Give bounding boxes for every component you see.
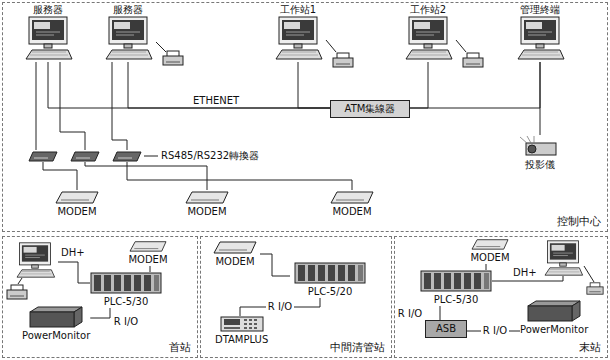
station-region: 中間清管站 MODEM PLC-5/20DTAMPLUS [200,236,392,358]
connector-label: R I/O [112,316,140,328]
node-label: MODEM [215,256,254,268]
control-center-region: 控制中心 服務器 服務器 工作站1 工作站2 管理終端 ATM集線器投影儀 MODEM MODE… [2,2,608,232]
station-region: 末站 MODEM PLC-5/30ASB PowerMonitor [394,236,608,358]
operator-terminal: DTAMPLUS [215,316,268,346]
station-region: 首站 MODEM PLC-5/30PowerMonitor [2,236,198,358]
connector [540,62,541,135]
node-label: 工作站1 [280,4,316,16]
converter-label: RS485/RS232轉換器 [160,150,260,162]
computer-icon [512,16,568,60]
connector [240,298,320,316]
power-monitor: PowerMonitor [520,300,588,336]
wires [18,40,594,284]
modem: MODEM [210,240,260,268]
connector [128,62,330,108]
region-title: 控制中心 [557,215,601,228]
computer-icon [270,16,326,60]
connector [410,62,540,108]
modem: MODEM [128,240,168,266]
plc-rack: PLC-5/30 [420,270,492,306]
server: 服務器 [20,4,76,62]
plc-rack: PLC-5/20 [290,262,370,298]
node-label: 投影儀 [525,159,555,171]
server: 服務器 [100,4,156,62]
modem: MODEM [55,190,99,218]
node-label: PowerMonitor [22,330,90,342]
modem-icon [55,190,99,204]
connector-label: R I/O [396,308,424,320]
workstation: 工作站2 [400,4,456,62]
modem-icon [210,240,260,254]
proj-icon [518,135,562,157]
connector [410,62,428,108]
modem: MODEM [470,238,510,264]
region-title: 中間清管站 [330,341,385,354]
pm-icon [28,306,84,328]
power-monitor: PowerMonitor [22,306,90,342]
region-title: 首站 [169,341,191,354]
node-label: PowerMonitor [520,324,588,336]
asb-unit: ASB [425,320,467,338]
node-label: DTAMPLUS [215,334,268,346]
bus-label: DH+ [512,267,538,279]
node-label: MODEM [57,206,96,218]
node-label: PLC-5/20 [308,286,353,298]
rack-icon [420,270,492,292]
node-label: PLC-5/30 [434,294,479,306]
computer-icon [20,16,76,60]
node-label: MODEM [187,206,226,218]
connector [150,266,151,272]
rack-icon [290,262,370,284]
printers [7,51,603,299]
region-title: 末站 [579,341,601,354]
plc-rack: PLC-5/30 [90,272,162,308]
projector: 投影儀 [518,135,562,171]
modem: MODEM [330,190,374,218]
management-terminal: 管理終端 [512,4,568,62]
connector [260,254,290,276]
atm-hub: ATM集線器 [330,100,410,118]
connector [48,62,330,108]
node-label: 服務器 [33,4,63,16]
node-label: ATM集線器 [337,103,403,115]
computer-icon [100,16,156,60]
connector [298,62,330,108]
modem-icon [128,240,168,252]
dtam-icon [220,316,264,332]
node-label: 服務器 [113,4,143,16]
node-label: PLC-5/30 [104,296,149,308]
modem-icon [330,190,374,204]
modem: MODEM [185,190,229,218]
connector [486,264,487,270]
workstation: 工作站1 [270,4,326,62]
pm-icon [526,300,582,322]
converters [29,152,141,161]
network-label: ETHENET [192,95,240,107]
node-label: ASB [432,323,460,335]
modem-icon [185,190,229,204]
node-label: 工作站2 [410,4,446,16]
node-label: MODEM [128,254,167,266]
connector-label: R I/O [266,301,294,313]
computer-icon [400,16,456,60]
connector [440,306,441,320]
node-label: 管理終端 [520,4,560,16]
rack-icon [90,272,162,294]
node-label: MODEM [470,252,509,264]
node-label: MODEM [332,206,371,218]
modem-icon [470,238,510,250]
bus-label: DH+ [60,247,86,259]
connector-label: R I/O [481,325,509,337]
connector [90,308,110,318]
